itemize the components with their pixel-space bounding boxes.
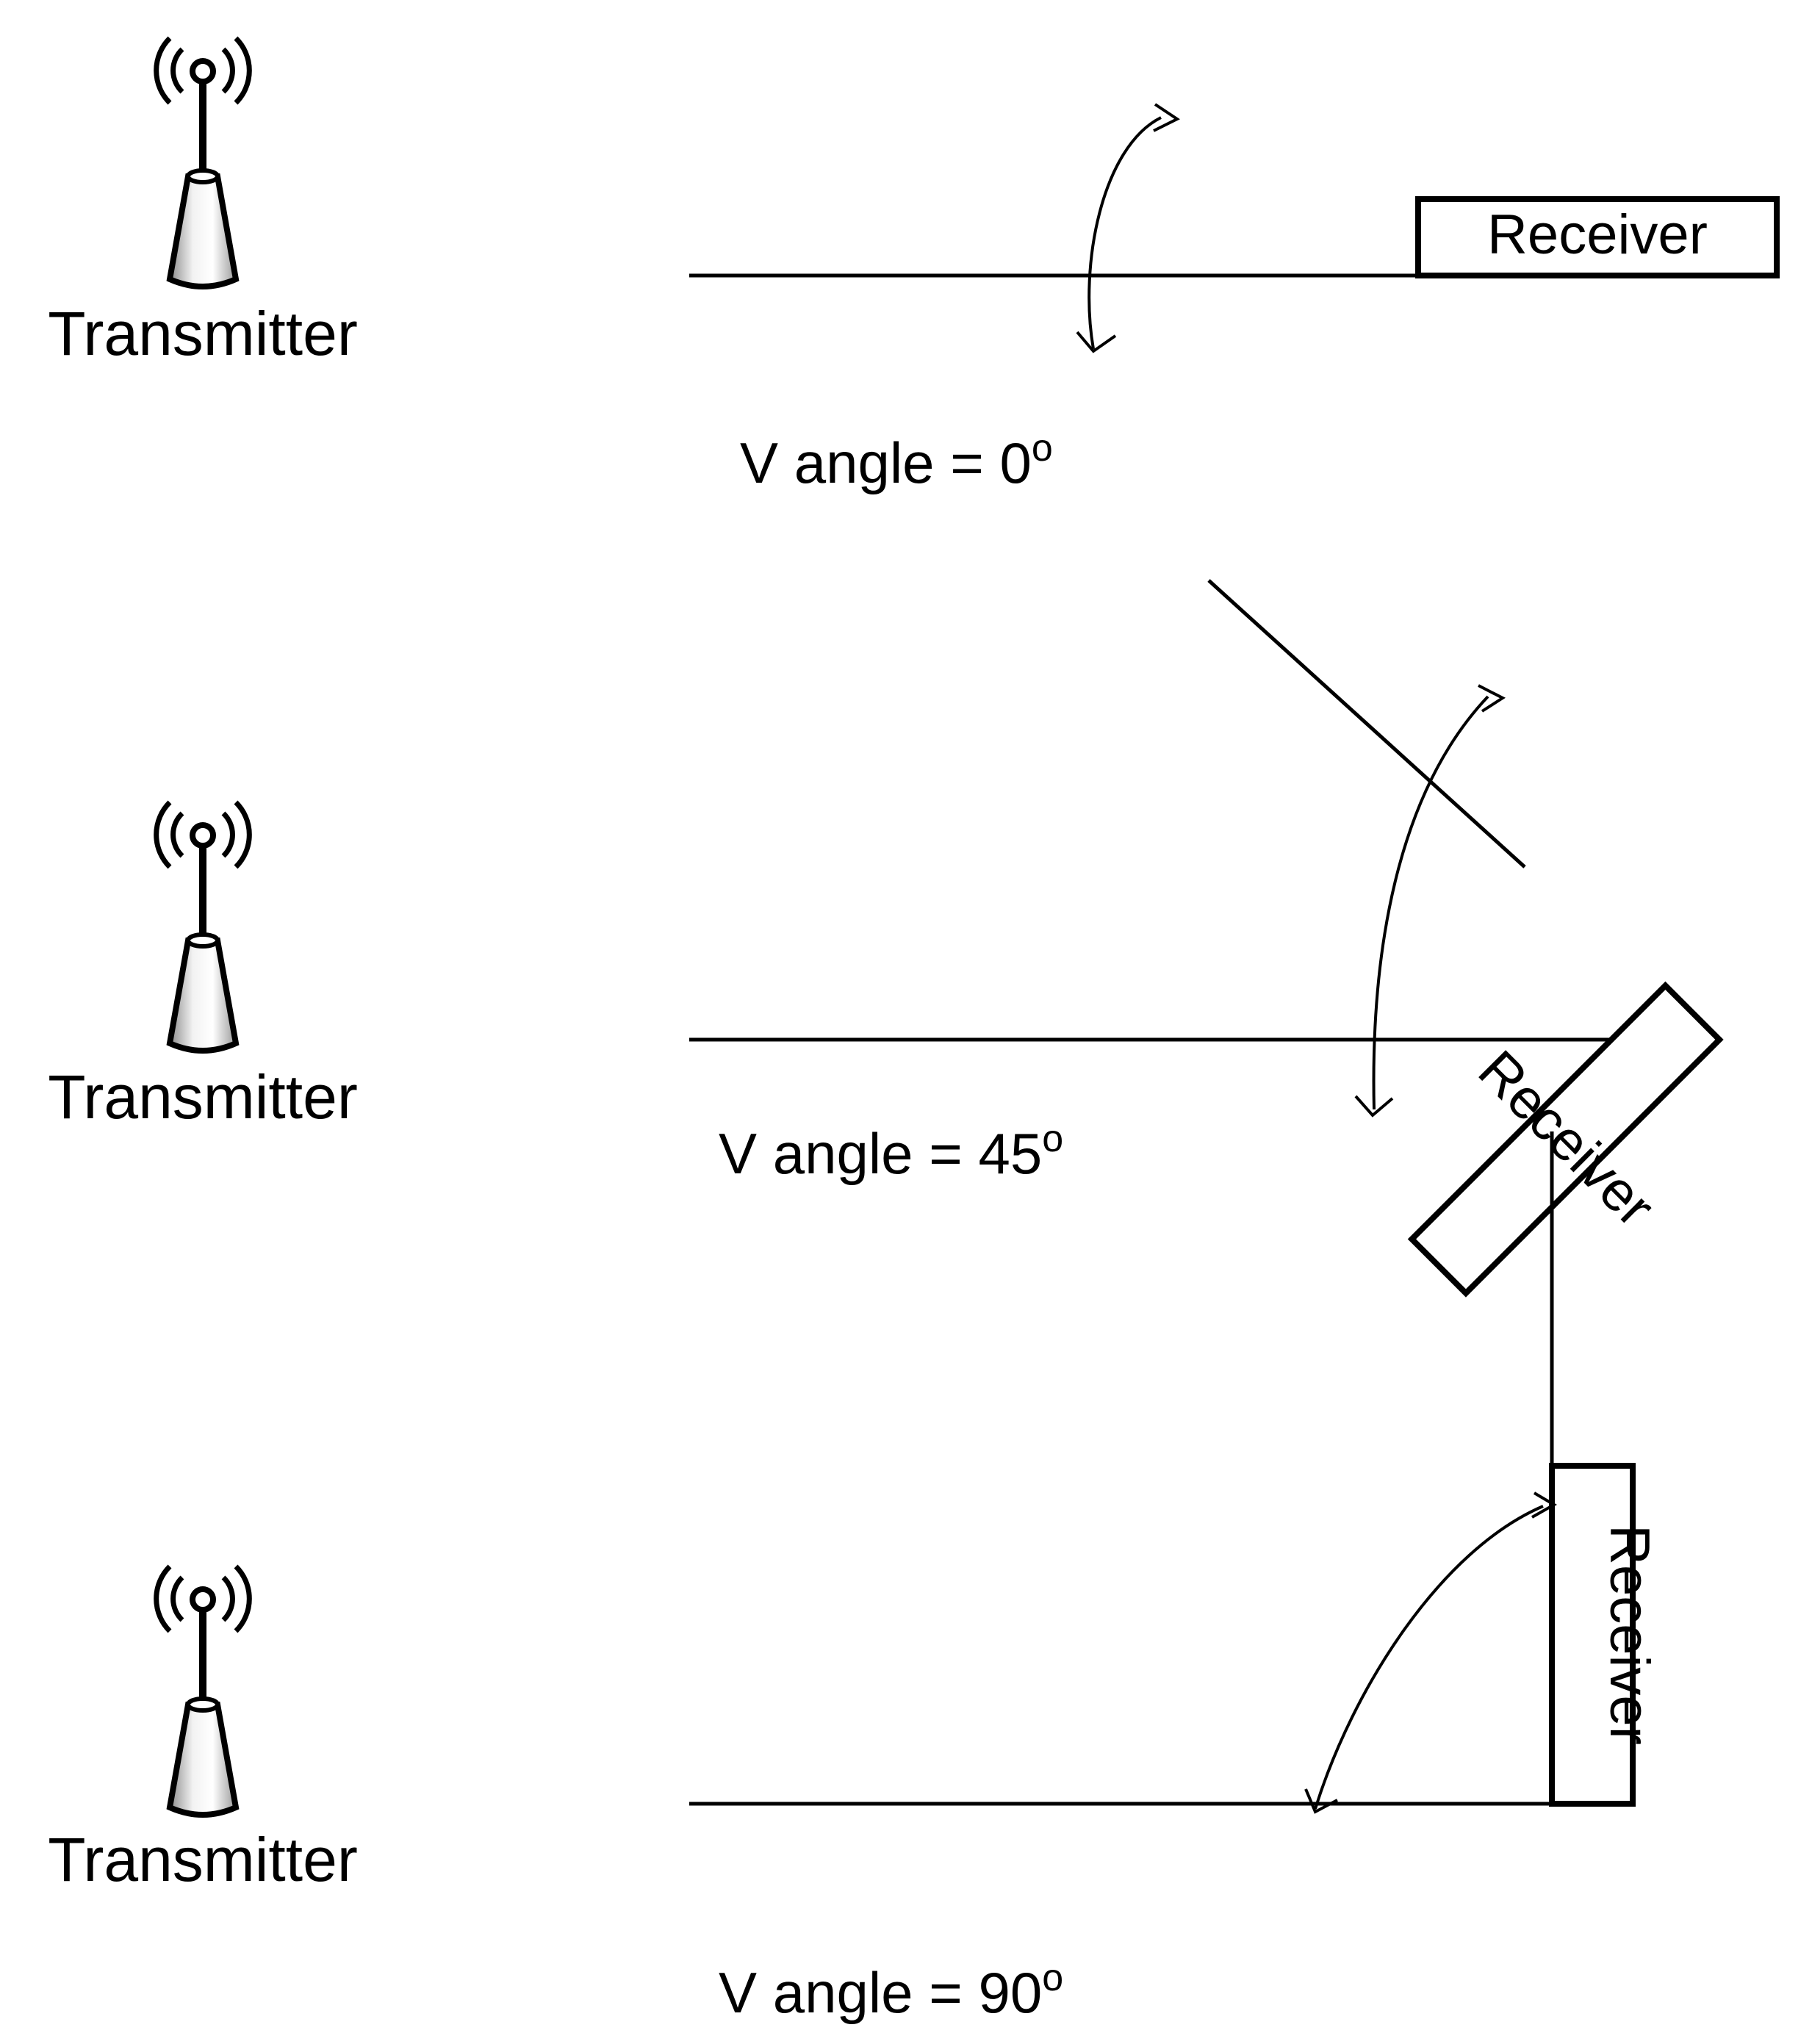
receiver-box xyxy=(1549,1463,1636,1807)
receiver-box xyxy=(1415,196,1780,278)
rotation-arc xyxy=(1314,1505,1544,1810)
panel-45-degrees: Transmitter Receiver V angle = 45o xyxy=(48,579,1724,1298)
angle-degree-sign: o xyxy=(1032,427,1053,469)
arc-arrowhead-top xyxy=(1531,1491,1557,1519)
arc-arrowhead-bottom xyxy=(1076,331,1117,353)
transmitter-label: Transmitter xyxy=(48,1062,358,1131)
receiver-box-tilted: Receiver xyxy=(1407,981,1724,1298)
panel-90-degrees: Transmitter Receiver V angle = 90o xyxy=(48,1131,1661,2025)
antenna-tower-icon xyxy=(157,1566,250,1815)
transmitter-label: Transmitter xyxy=(48,299,358,368)
angle-value: V angle = 90 xyxy=(719,1960,1042,2025)
rotation-arc xyxy=(1087,116,1162,350)
antenna-tower-icon xyxy=(157,38,250,287)
arc-arrowhead-top xyxy=(1153,103,1180,132)
angle-label: V angle = 90o xyxy=(719,1957,1063,2025)
angle-degree-sign: o xyxy=(1042,1957,1063,1999)
angle-label: V angle = 45o xyxy=(719,1118,1063,1186)
rotation-arc xyxy=(1372,695,1489,1110)
receiver-label: Receiver xyxy=(1598,1525,1661,1745)
angle-value: V angle = 0 xyxy=(740,431,1032,495)
tilted-plane-line xyxy=(1207,579,1526,868)
angle-value: V angle = 45 xyxy=(719,1121,1042,1186)
antenna-tower-icon xyxy=(157,802,250,1051)
angle-label: V angle = 0o xyxy=(740,427,1053,495)
angle-degree-sign: o xyxy=(1042,1118,1063,1160)
panel-0-degrees: Transmitter Receiver V angle = 0o xyxy=(48,38,1780,495)
receiver-label: Receiver xyxy=(1487,204,1708,266)
arc-arrowhead-bottom xyxy=(1354,1095,1394,1118)
arc-arrowhead-bottom xyxy=(1304,1788,1338,1814)
arc-arrowhead-top xyxy=(1478,684,1506,713)
transmitter-label: Transmitter xyxy=(48,1825,358,1894)
